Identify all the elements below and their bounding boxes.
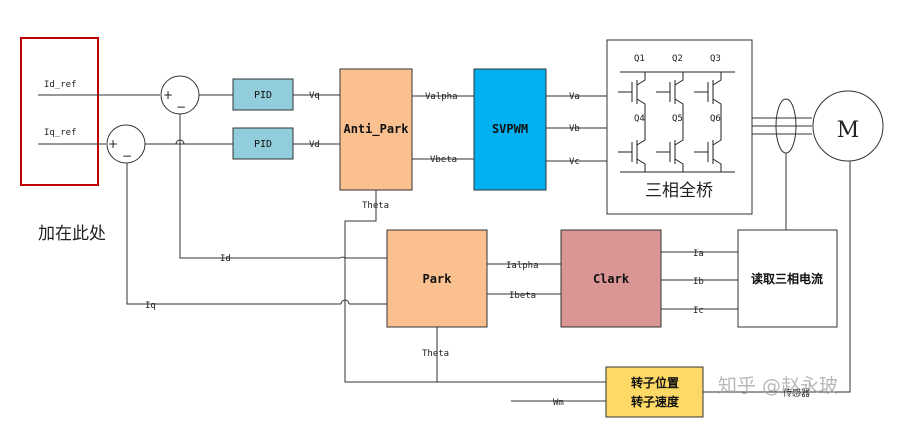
q1-label: Q1 bbox=[634, 54, 645, 64]
iq-label: Iq bbox=[145, 301, 156, 311]
vb-label: Vb bbox=[569, 124, 580, 134]
va-label: Va bbox=[569, 92, 580, 102]
ibeta-label: Ibeta bbox=[509, 291, 536, 301]
svg-text:+: + bbox=[163, 88, 173, 102]
vbeta-label: Vbeta bbox=[430, 155, 457, 165]
svg-text:Park: Park bbox=[423, 272, 453, 286]
ia-label: Ia bbox=[693, 249, 704, 259]
ib-label: Ib bbox=[693, 277, 704, 287]
svg-text:+: + bbox=[108, 137, 118, 151]
ic-label: Ic bbox=[693, 306, 704, 316]
svg-text:SVPWM: SVPWM bbox=[492, 122, 528, 136]
watermark: 知乎 @赵永玻 bbox=[718, 375, 838, 397]
bridge-title: 三相全桥 bbox=[645, 181, 713, 201]
park-block bbox=[386, 229, 488, 328]
q6-label: Q6 bbox=[710, 114, 721, 124]
q4-label: Q4 bbox=[634, 114, 645, 124]
id-ref-label: Id_ref bbox=[44, 80, 77, 90]
vd-label: Vd bbox=[309, 140, 320, 150]
sum-junction-q: + − bbox=[106, 124, 146, 164]
svg-text:读取三相电流: 读取三相电流 bbox=[751, 271, 823, 286]
svg-text:Clark: Clark bbox=[593, 272, 630, 286]
ialpha-label: Ialpha bbox=[506, 261, 539, 271]
theta-top-label: Theta bbox=[362, 201, 389, 211]
svg-text:PID: PID bbox=[254, 139, 272, 150]
sum-junction-d: + − bbox=[160, 75, 200, 115]
q2-label: Q2 bbox=[672, 54, 683, 64]
vq-label: Vq bbox=[309, 91, 320, 101]
id-label: Id bbox=[220, 254, 231, 264]
vc-label: Vc bbox=[569, 157, 580, 167]
q3-label: Q3 bbox=[710, 54, 721, 64]
pid-block-bottom bbox=[232, 127, 294, 160]
wm-label: Wm bbox=[553, 398, 564, 408]
read-current-block bbox=[737, 229, 838, 328]
rotor-block bbox=[605, 366, 704, 418]
motor-label: M bbox=[837, 118, 860, 143]
svg-text:转子速度: 转子速度 bbox=[631, 394, 680, 409]
clark-block bbox=[560, 229, 662, 328]
highlight-box bbox=[20, 37, 99, 186]
theta-bottom-label: Theta bbox=[422, 349, 449, 359]
annotation-text: 加在此处 bbox=[38, 224, 106, 244]
svg-text:转子位置: 转子位置 bbox=[631, 375, 679, 390]
svpwm-block bbox=[473, 68, 547, 191]
motor-circle bbox=[812, 90, 884, 162]
iq-ref-label: Iq_ref bbox=[44, 128, 77, 138]
transistor-symbols bbox=[618, 71, 735, 173]
svg-text:Anti_Park: Anti_Park bbox=[343, 122, 409, 137]
bridge-block bbox=[606, 39, 753, 215]
q5-label: Q5 bbox=[672, 114, 683, 124]
valpha-label: Valpha bbox=[425, 92, 458, 102]
svg-text:−: − bbox=[122, 149, 132, 163]
anti-park-block bbox=[339, 68, 413, 191]
svg-text:PID: PID bbox=[254, 90, 272, 101]
svg-text:−: − bbox=[176, 100, 186, 114]
encoder-label: 传感器 bbox=[783, 387, 810, 399]
